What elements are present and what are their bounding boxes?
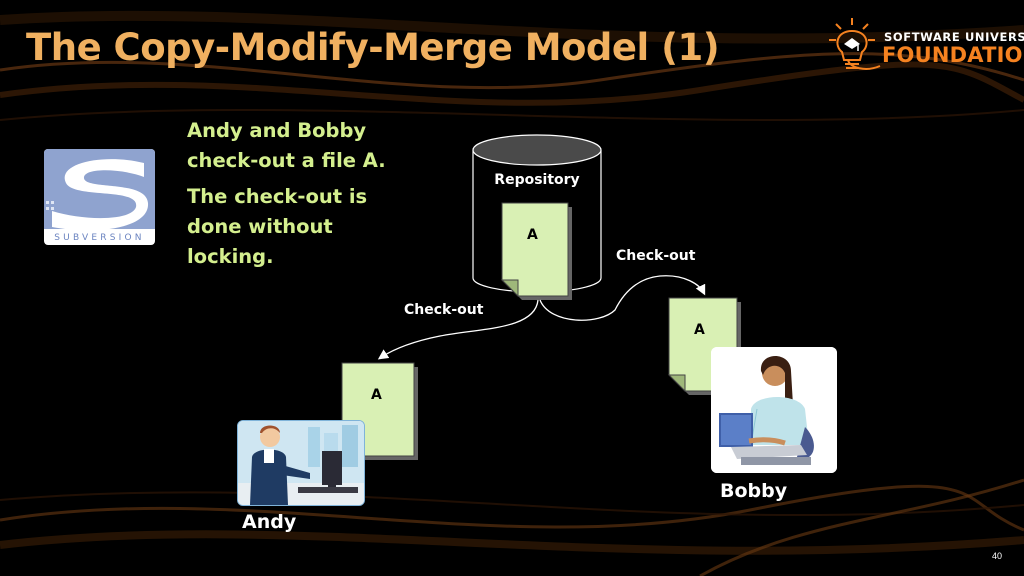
man-at-computer-icon: [238, 421, 364, 505]
andy-label: Andy: [242, 511, 297, 533]
logo-line1: SOFTWARE UNIVERSITY: [884, 30, 1024, 44]
bullet-2-line-3: locking.: [187, 245, 274, 268]
subversion-s-icon: [44, 149, 155, 231]
bobby-label: Bobby: [720, 480, 788, 502]
lightbulb-icon: [829, 18, 881, 70]
bullet-1-line-2: check-out a file A.: [187, 149, 386, 172]
softuni-logo: SOFTWARE UNIVERSITY FOUNDATION: [826, 16, 1024, 80]
bullet-2-line-1: The check-out is: [187, 185, 368, 208]
repository-label: Repository: [494, 172, 580, 188]
andy-photo: [237, 420, 365, 506]
subversion-logo: SUBVERSION: [44, 149, 155, 245]
checkout-arrow-left: [377, 299, 539, 360]
woman-at-computer-icon: [711, 347, 837, 473]
bullet-1: Andy and Bobby check-out a file A.: [187, 116, 386, 176]
checkout-arrow-right: [539, 275, 706, 321]
logo-line2: FOUNDATION: [882, 43, 1024, 67]
bobby-photo: [711, 347, 837, 473]
slide-title: The Copy-Modify-Merge Model (1): [26, 26, 720, 69]
bullet-2: The check-out is done without locking.: [187, 182, 386, 272]
checkout-label-right: Check-out: [616, 248, 696, 264]
bobby-file-label: A: [694, 322, 705, 338]
checkout-label-left: Check-out: [404, 302, 484, 318]
bullet-1-line-1: Andy and Bobby: [187, 119, 367, 142]
repo-file-document: [500, 202, 572, 300]
subversion-label: SUBVERSION: [54, 233, 145, 243]
bullet-list: Andy and Bobby check-out a file A. The c…: [187, 116, 386, 278]
andy-file-label: A: [371, 387, 382, 403]
bullet-2-line-2: done without: [187, 215, 333, 238]
repo-file-label: A: [527, 227, 538, 243]
page-number: 40: [992, 551, 1003, 561]
